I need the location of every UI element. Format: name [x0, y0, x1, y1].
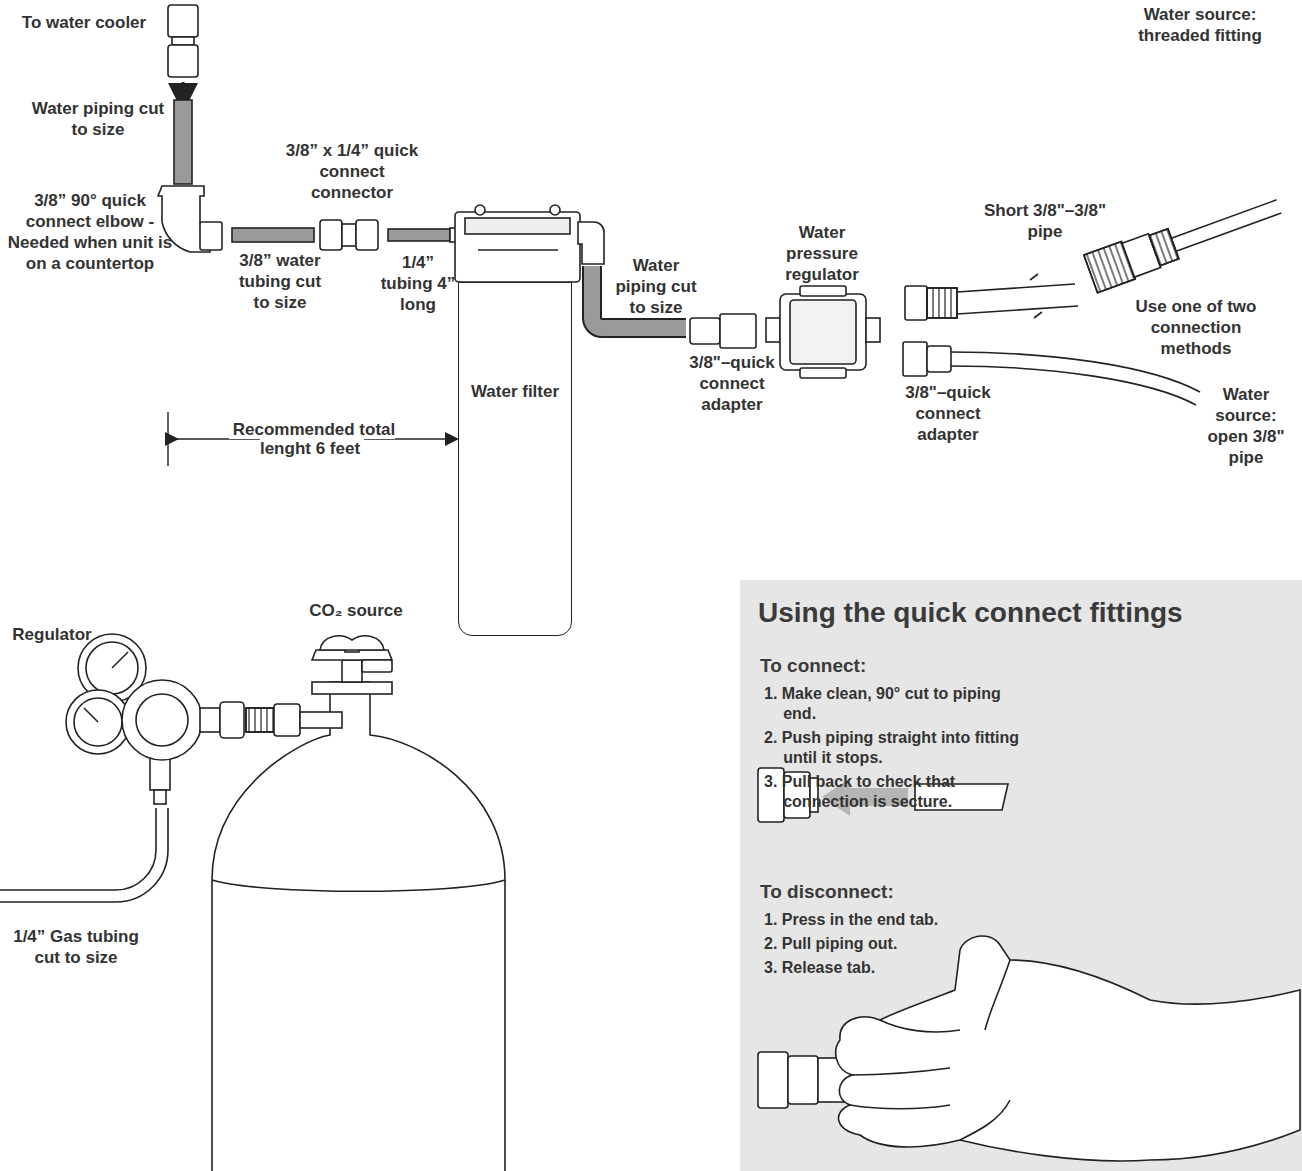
panel-step: 2. Pull piping out.	[764, 934, 1033, 954]
part-label: Water source: open 3/8" pipe	[1196, 384, 1296, 468]
instruction-panel-ground	[740, 580, 1302, 1171]
part-label: Water piping cut to size	[23, 98, 173, 140]
part-label: Water source: threaded fitting	[1135, 4, 1265, 46]
instruction-panel: Using the quick connect fittings To conne…	[740, 580, 1302, 1171]
panel-subheading: To connect:	[760, 654, 866, 678]
panel-step: 1. Make clean, 90° cut to piping end.	[764, 684, 1033, 724]
part-label: Recommended total lenght 6 feet	[217, 420, 407, 458]
disconnect-demo	[758, 936, 1300, 1161]
part-label: 3/8” x 1/4” quick connect connector	[277, 140, 427, 203]
dimension-line	[168, 412, 452, 466]
panel-subheading: To disconnect:	[760, 880, 894, 904]
part-label: 3/8"–quick connect adapter	[894, 382, 1002, 445]
panel-step: 2. Push piping straight into fitting unt…	[764, 728, 1033, 768]
co2-tank	[212, 636, 505, 1171]
part-label: To water cooler	[9, 12, 159, 33]
panel-step: 1. Press in the end tab.	[764, 910, 1033, 930]
part-label: Water pressure regulator	[762, 222, 882, 285]
water-filter-body: Water filter	[458, 282, 572, 636]
part-label: 3/8"–quick connect adapter	[678, 352, 786, 415]
part-label: CO₂ source	[291, 600, 421, 621]
panel-heading: Using the quick connect fittings	[758, 596, 1183, 630]
part-label: 3/8” 90° quick connect elbow - Needed wh…	[4, 190, 176, 274]
part-label: 3/8” water tubing cut to size	[234, 250, 326, 313]
part-label: Regulator	[2, 624, 102, 645]
node-text: Water filter	[459, 381, 571, 402]
panel-step: 3. Pull back to check that connection is…	[764, 772, 1033, 812]
part-label: 1/4” Gas tubing cut to size	[1, 926, 151, 968]
part-label: Use one of two connection methods	[1126, 296, 1266, 359]
part-label: Water piping cut to size	[611, 255, 701, 318]
panel-step: 3. Release tab.	[764, 958, 1033, 978]
part-label: Short 3/8"–3/8" pipe	[980, 200, 1110, 242]
gas-regulator	[0, 634, 244, 902]
water-line-parts	[158, 5, 1285, 405]
part-label: 1/4” tubing 4” long	[376, 252, 460, 315]
